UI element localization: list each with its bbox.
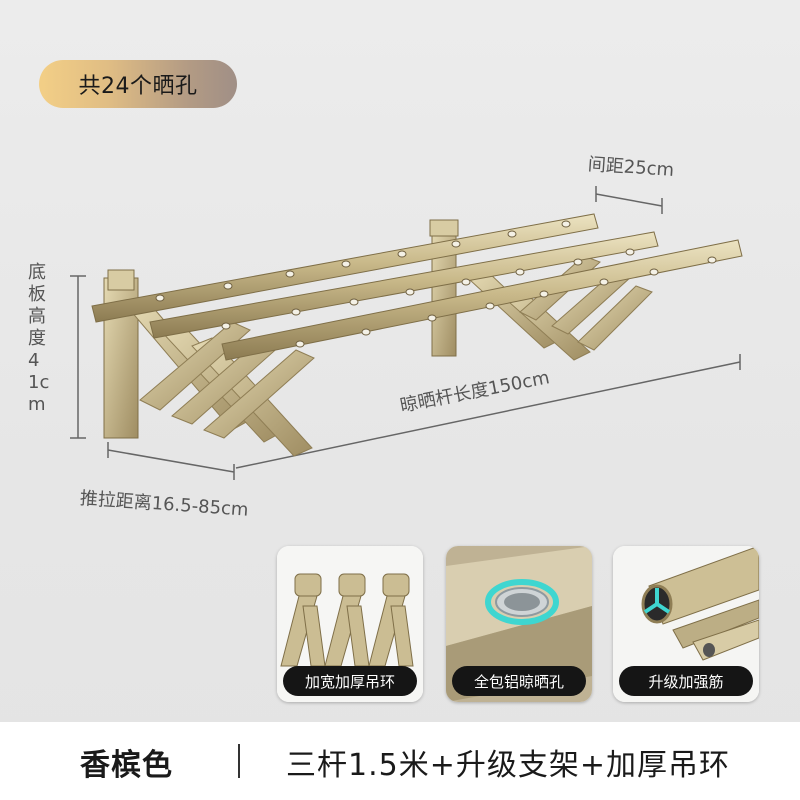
hole-count-badge: 共24个晒孔 (39, 60, 237, 108)
drying-rods (91, 213, 743, 361)
drying-holes (155, 220, 717, 348)
feature-card-hanging-ring: 加宽加厚吊环 (277, 546, 423, 702)
feature-caption: 升级加强筋 (619, 666, 753, 696)
feature-caption: 全包铝晾晒孔 (452, 666, 586, 696)
color-name: 香槟色 (80, 748, 173, 783)
feature-caption: 加宽加厚吊环 (283, 666, 417, 696)
spec-text: 三杆1.5米+升级支架+加厚吊环 (286, 748, 730, 783)
wall-bracket-left (103, 269, 139, 439)
scissor-arms-left (129, 303, 315, 457)
feature-card-aluminum-hole: 全包铝晾晒孔 (446, 546, 592, 702)
product-spec-footer: 香槟色 三杆1.5米+升级支架+加厚吊环 (0, 722, 800, 800)
feature-card-reinforcement: 升级加强筋 (613, 546, 759, 702)
footer-divider (238, 744, 240, 778)
base-height-label: 底板高度 41cm (28, 262, 50, 415)
drying-rack-illustration (70, 186, 743, 480)
dimension-lines (70, 186, 741, 480)
